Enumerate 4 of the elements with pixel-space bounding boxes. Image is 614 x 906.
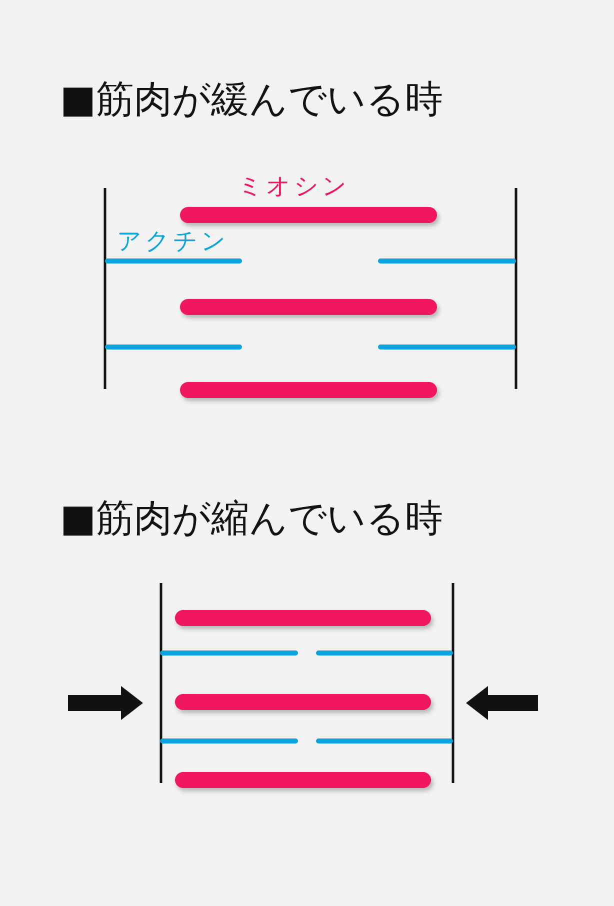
actin-label: アクチン [117,229,229,253]
myosin-label: ミオシン [238,174,350,198]
section-heading: ■筋肉が緩んでいる時 [60,80,443,118]
section-heading: ■筋肉が縮んでいる時 [60,499,443,537]
